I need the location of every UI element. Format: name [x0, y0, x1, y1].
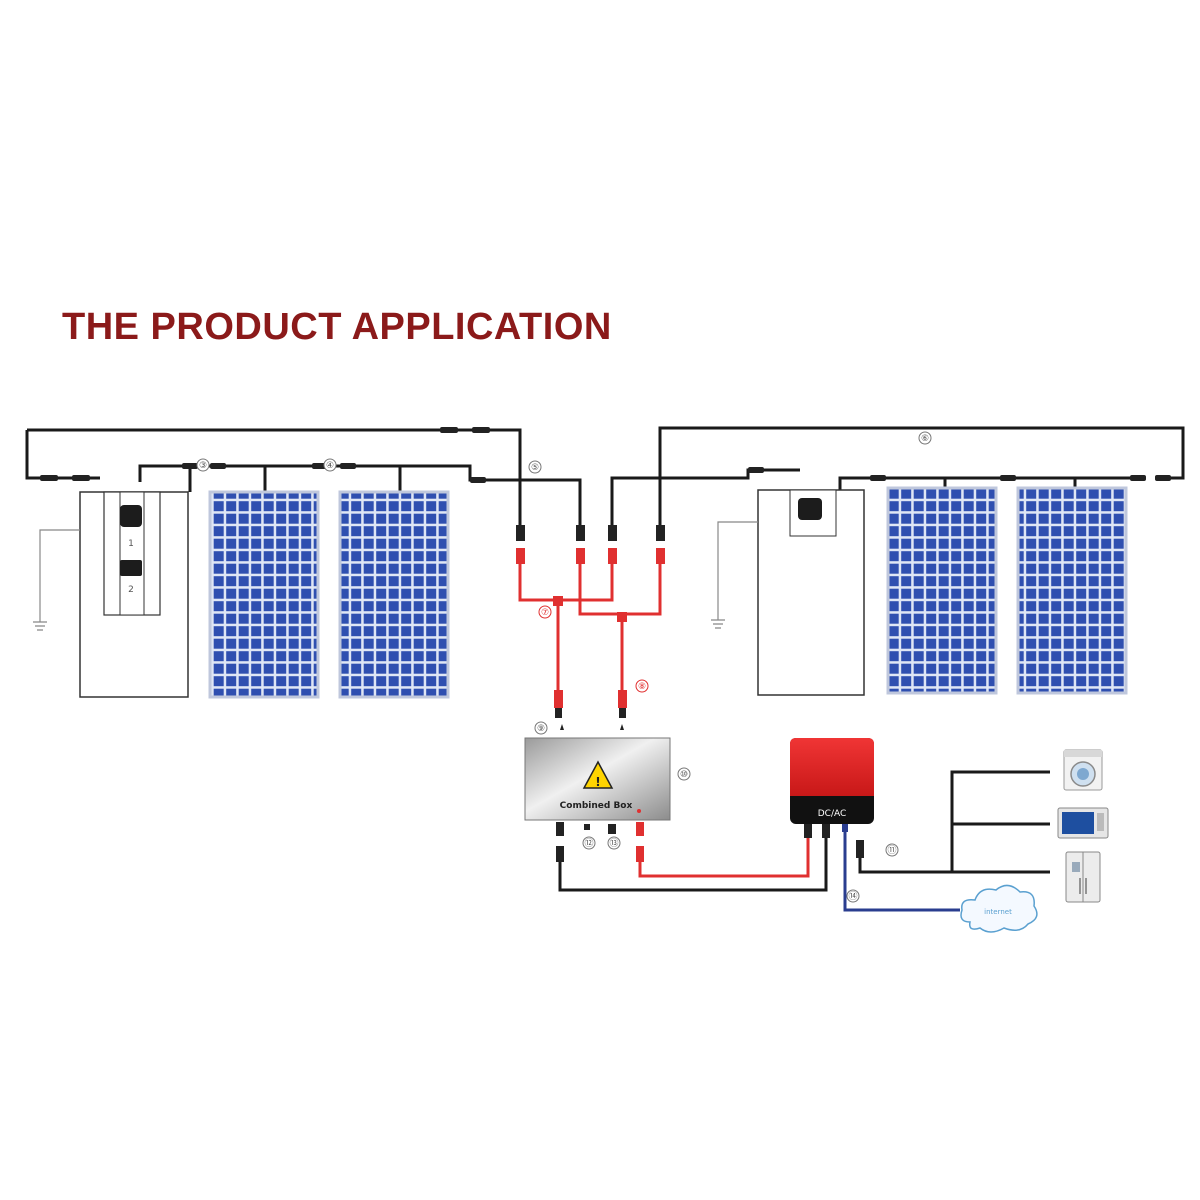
- y-branch-connectors: [516, 525, 665, 564]
- connector-mc4: [472, 427, 490, 433]
- label-marker: [323, 458, 337, 472]
- top-loop-wire-left: [27, 428, 522, 540]
- label-marker: [582, 836, 596, 850]
- label-marker: [528, 460, 542, 474]
- connector-mc4: [182, 463, 198, 469]
- connector-mc4: [1130, 475, 1146, 481]
- label-4: ④: [326, 461, 334, 471]
- dc-negative-wire: [558, 836, 828, 892]
- cloud-icon: [960, 884, 1038, 933]
- string-wire-right: [610, 468, 800, 540]
- connector-mc4: [1155, 475, 1171, 481]
- y-branch-wire-b: [578, 564, 662, 616]
- y-splitter: [617, 612, 627, 622]
- label-marker: [885, 843, 899, 857]
- y-splitter: [553, 596, 563, 606]
- label-marker: [534, 721, 548, 735]
- dc-positive-wire: [638, 836, 810, 878]
- top-loop-wire-right: [658, 426, 1185, 540]
- label-9: ⑨: [537, 724, 545, 734]
- ground-wire-right: [717, 521, 758, 620]
- label-8: ⑧: [638, 682, 646, 692]
- connector-mc4: [870, 475, 886, 481]
- label-14: ⑭: [848, 891, 857, 902]
- refrigerator-icon: [1065, 851, 1101, 903]
- connector-mc4: [72, 475, 90, 481]
- label-marker: [846, 889, 860, 903]
- label-marker: [918, 431, 932, 445]
- connector-mc4: [210, 463, 226, 469]
- junction-box-icon: [120, 560, 142, 576]
- junction-box-icon: [120, 505, 142, 527]
- combiner-box-label: Combined Box: [560, 801, 633, 811]
- label-marker: [635, 679, 649, 693]
- ground-icon: [711, 619, 725, 629]
- solar-panel: [208, 490, 320, 699]
- label-marker: [196, 458, 210, 472]
- microwave-icon: [1057, 807, 1109, 839]
- label-13: ⑬: [609, 838, 618, 849]
- connector-mc4: [1000, 475, 1016, 481]
- string-wire-left: [138, 464, 582, 540]
- ground-icon: [33, 621, 47, 631]
- label-7: ⑦: [541, 608, 549, 618]
- solar-panel: [1016, 486, 1128, 695]
- ground-wire-left: [39, 529, 80, 622]
- label-marker: [677, 767, 691, 781]
- label-11: ⑪: [887, 845, 896, 856]
- connector-mc4: [40, 475, 58, 481]
- label-1: 1: [128, 539, 134, 549]
- connector-mc4: [470, 477, 486, 483]
- label-5: ⑤: [531, 463, 539, 473]
- label-10: ⑩: [680, 770, 688, 780]
- solar-panel: [886, 486, 998, 695]
- connector-mc4: [340, 463, 356, 469]
- cloud-label: internet: [984, 908, 1012, 916]
- label-2: 2: [128, 585, 134, 595]
- page-title: THE PRODUCT APPLICATION: [62, 306, 612, 348]
- label-3: ③: [199, 461, 207, 471]
- connector-mc4: [748, 467, 764, 473]
- label-marker: [538, 605, 552, 619]
- comm-wire: [843, 832, 960, 912]
- warning-icon: [582, 760, 614, 789]
- label-marker: [607, 836, 621, 850]
- left-return-wire: [25, 430, 100, 480]
- junction-box-icon: [798, 498, 822, 520]
- y-branch-wire-a: [518, 564, 614, 602]
- label-6: ⑥: [921, 434, 929, 444]
- connector-mc4: [440, 427, 458, 433]
- inverter-label: DC/AC: [818, 809, 847, 819]
- washing-machine-icon: [1063, 749, 1103, 791]
- label-12: ⑫: [584, 838, 593, 849]
- ac-output-wire: [858, 858, 1050, 874]
- solar-panel: [338, 490, 450, 699]
- svg-text:!: !: [595, 775, 600, 789]
